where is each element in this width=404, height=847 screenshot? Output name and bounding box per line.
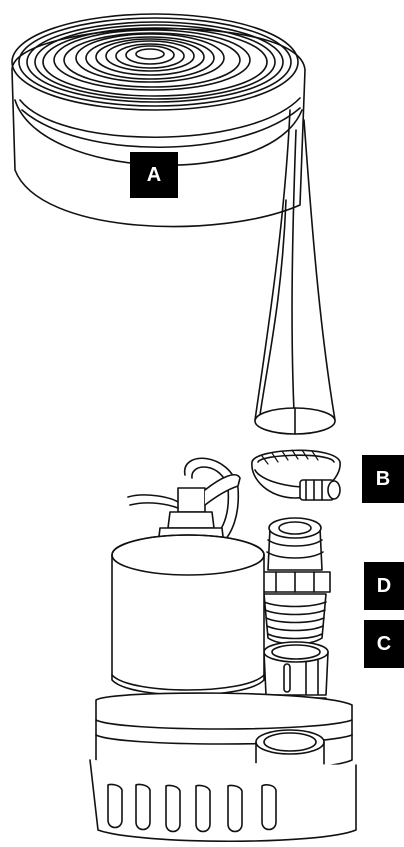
hose-barb-adapter bbox=[260, 518, 330, 644]
callout-label-a: A bbox=[130, 152, 178, 198]
callout-label-b: B bbox=[362, 455, 404, 503]
callout-label-d: D bbox=[364, 562, 404, 610]
hose-clamp bbox=[252, 450, 340, 500]
callout-label-c: C bbox=[364, 620, 404, 668]
